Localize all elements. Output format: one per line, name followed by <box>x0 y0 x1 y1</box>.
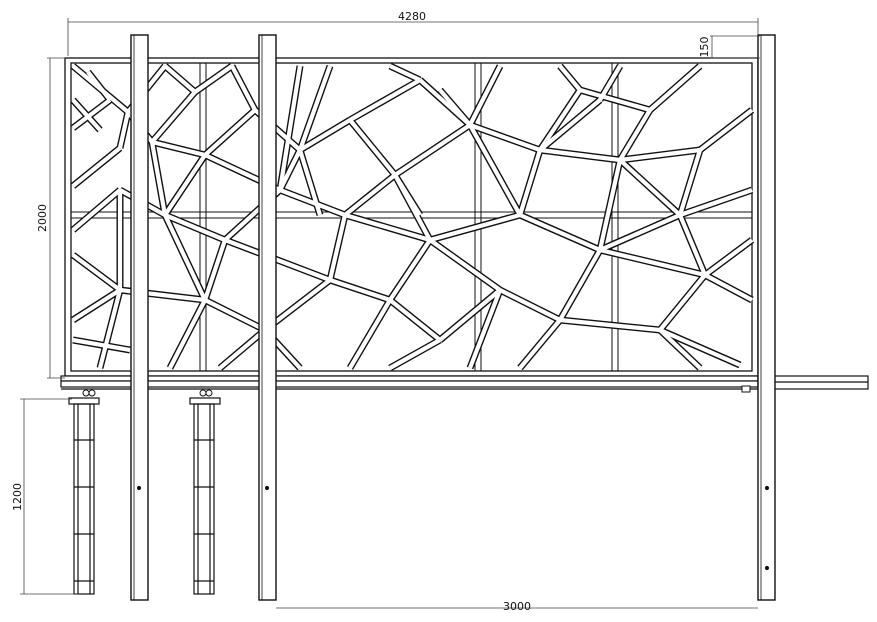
panel-inner-frame <box>70 62 753 372</box>
lattice-bar-core-53 <box>71 288 122 322</box>
lattice-bar-core-9 <box>151 139 206 158</box>
lattice-bar-core-47 <box>344 212 431 243</box>
lattice-bar-core-51 <box>163 214 207 301</box>
lattice-bar-core-6 <box>163 64 197 94</box>
foundation-depth-label: 1200 <box>11 483 24 511</box>
lattice-bar-core-38 <box>619 147 701 163</box>
lattice-bar-core-61 <box>438 288 502 342</box>
right-footing <box>189 397 221 595</box>
panel-height-label: 2000 <box>36 204 49 232</box>
lattice-bar-core-71 <box>559 317 661 333</box>
bottom-rail <box>60 375 759 390</box>
lattice-bar-core-34 <box>579 87 651 113</box>
lattice-bar-core-35 <box>648 64 702 112</box>
post-middle <box>258 34 277 601</box>
lattice-bar-core-62 <box>428 238 502 292</box>
lattice-bar-core-76 <box>348 298 392 370</box>
posts <box>130 34 776 601</box>
lattice-bar-core-37 <box>539 147 621 163</box>
lattice-bar-core-79 <box>168 299 207 369</box>
lattice-bar-core-81 <box>72 337 131 353</box>
lattice-bar-core-1 <box>117 111 131 149</box>
lattice-bar-core-12 <box>193 64 234 94</box>
lattice-bar-core-65 <box>519 213 601 252</box>
lattice-bar-core-10 <box>203 108 257 157</box>
lattice-bar-core-48 <box>327 214 348 281</box>
lattice-bar-core-42 <box>679 188 753 217</box>
left-footing <box>68 397 100 595</box>
lattice-bar-core-85 <box>704 273 753 302</box>
lattice-bar-core-24 <box>348 118 397 177</box>
lattice-bar-core-4 <box>71 98 112 130</box>
lattice-bar-core-49 <box>224 238 331 282</box>
lattice-bar-core-40 <box>677 149 703 216</box>
lattice-bar-core-87 <box>538 98 602 152</box>
lattice-bar-core-23 <box>343 173 397 217</box>
lattice-bar-core-55 <box>71 253 122 292</box>
lattice-bar-core-70 <box>658 273 707 332</box>
lattice-bar-core-88 <box>598 64 622 102</box>
lattice-bar-core-50 <box>203 239 227 301</box>
lattice-bar-core-36 <box>618 108 652 162</box>
lattice-bar-core-64 <box>558 248 602 322</box>
lattice-bar-core-20 <box>164 213 226 242</box>
decorative-lattice-pattern <box>70 62 755 372</box>
lattice-bar-core-15 <box>278 149 302 191</box>
lattice-bar-core-45 <box>429 212 521 243</box>
lattice-bar-core-2 <box>71 146 122 188</box>
lattice-bar-core-31 <box>469 123 541 152</box>
lattice-bar-core-91 <box>438 88 472 127</box>
lattice-bar-core-59 <box>388 238 432 302</box>
lattice-bar-core-56 <box>204 298 266 332</box>
lattice-bar-core-90 <box>393 173 422 217</box>
lattice-bar-core-69 <box>703 238 754 277</box>
lattice-bar-core-22 <box>279 188 346 217</box>
lattice-bar-core-3 <box>86 70 112 102</box>
lattice-bar-core-26 <box>348 78 422 122</box>
lattice-bar-core-7 <box>150 90 197 144</box>
lattice-bar-core-72 <box>659 328 741 367</box>
lattice-bar-core-92 <box>71 98 102 132</box>
dimension-lines <box>20 18 760 609</box>
lattice-bar-core-43 <box>517 149 543 216</box>
lattice-bar-core-25 <box>298 118 352 152</box>
lattice-bar-core-33 <box>558 64 582 92</box>
lattice-bar-core-86 <box>658 328 702 370</box>
lattice-bar-core-32 <box>538 88 582 152</box>
lattice-bar-core-19 <box>71 188 122 232</box>
lattice-bar-core-41 <box>618 158 682 217</box>
lattice-bar-core-29 <box>393 123 472 177</box>
lattice-bar-core-63 <box>499 288 561 322</box>
lattice-bar-core-84 <box>149 141 168 216</box>
lattice-bar-core-67 <box>678 214 707 276</box>
lattice-bar-core-58 <box>329 278 391 302</box>
lattice-bar-core-39 <box>698 108 754 152</box>
lattice-bar-core-78 <box>218 328 267 370</box>
overall-width-label: 4280 <box>398 10 426 23</box>
lattice-bar-core-74 <box>468 289 502 369</box>
lattice-bar-core-80 <box>97 289 123 369</box>
lattice-bar-core-11 <box>230 65 257 111</box>
top-gap-label: 150 <box>698 37 711 58</box>
post-right <box>757 34 776 601</box>
lattice-bar-core-68 <box>599 247 706 278</box>
lattice-bar-core-89 <box>277 65 303 191</box>
lattice-bar-core-17 <box>163 153 207 217</box>
lattice-bar-core-73 <box>518 318 562 370</box>
lattice-bar-core-44 <box>468 123 522 217</box>
lattice-bar-core-60 <box>388 298 442 342</box>
opening-width-label: 3000 <box>503 600 531 613</box>
rail-wheels <box>82 385 751 397</box>
lattice-bar-core-27 <box>389 64 421 82</box>
lattice-bar-core-30 <box>468 65 502 126</box>
post-left <box>130 34 149 601</box>
lattice-bar-core-66 <box>599 213 681 252</box>
lattice-bar-core-83 <box>297 149 323 216</box>
lattice-bar-core-14 <box>298 65 332 151</box>
lattice-bar-core-75 <box>388 338 442 370</box>
lattice-bar-core-82 <box>597 159 623 251</box>
